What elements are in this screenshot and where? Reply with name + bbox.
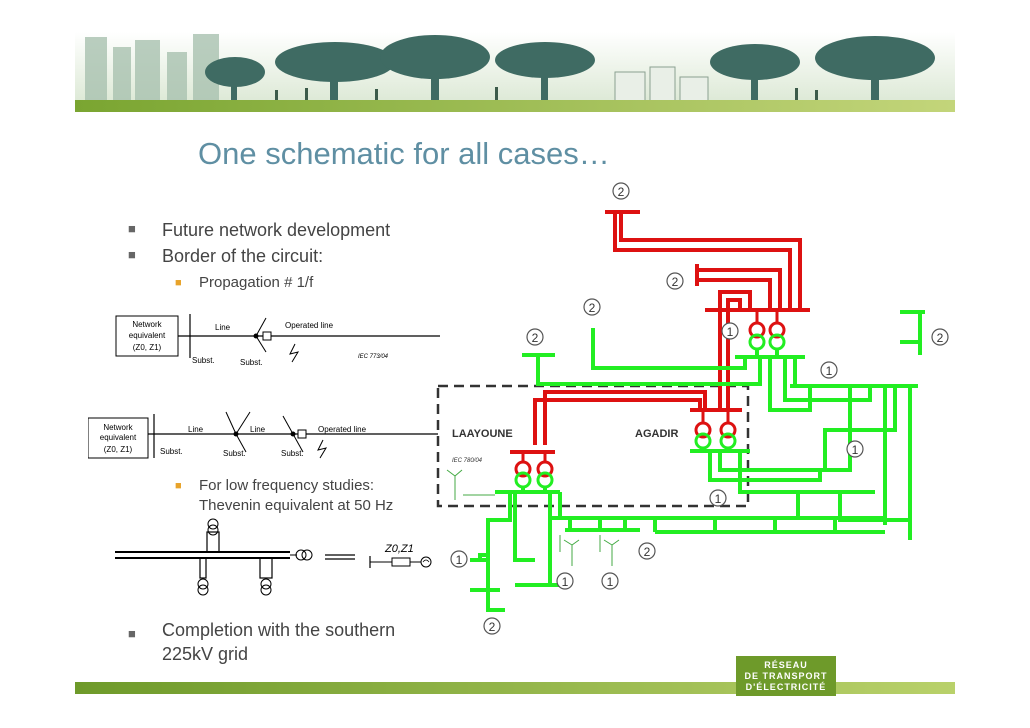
svg-text:2: 2 — [672, 275, 679, 289]
line-label: Line — [188, 425, 204, 434]
subst-label: Subst. — [240, 358, 263, 367]
transformer-leads-red — [521, 310, 779, 462]
network-equivalent-label: equivalent — [100, 433, 137, 442]
bullet-border-circuit: ■ Border of the circuit: — [128, 246, 324, 266]
node-marker: 2 — [583, 298, 601, 316]
impedance-label: Z0,Z1 — [384, 543, 414, 555]
rte-logo: RÉSEAU DE TRANSPORT D'ÉLECTRICITÉ — [744, 660, 828, 692]
slide-title: One schematic for all cases… — [198, 136, 610, 171]
study-area-boundary — [436, 384, 750, 508]
svg-text:2: 2 — [618, 185, 625, 199]
node-marker: 2 — [526, 328, 544, 346]
sub-bullet-marker: ■ — [175, 480, 182, 492]
svg-text:2: 2 — [644, 545, 651, 559]
network-equivalent-label: Network — [132, 320, 162, 329]
svg-text:2: 2 — [532, 331, 539, 345]
sub-bullet-marker: ■ — [175, 277, 182, 289]
sub-bullet-propagation: ■ Propagation # 1/f — [175, 274, 314, 291]
node-marker: 1 — [721, 322, 739, 340]
svg-text:1: 1 — [607, 575, 614, 589]
iec-reference: IEC 773/04 — [358, 354, 389, 360]
svg-text:2: 2 — [489, 620, 496, 634]
svg-text:2: 2 — [589, 301, 596, 315]
logo-background — [736, 656, 836, 696]
figure-thevenin-equivalent: Z0,Z1 — [115, 518, 432, 596]
footer-bar — [75, 682, 955, 694]
red-lines — [510, 210, 810, 454]
svg-text:1: 1 — [852, 443, 859, 457]
network-equivalent-box — [88, 417, 149, 459]
operated-line-label: Operated line — [318, 425, 367, 434]
line-label: Line — [250, 425, 266, 434]
node-marker: 1 — [709, 489, 727, 507]
node-marker: 1 — [846, 440, 864, 458]
subst-label: Subst. — [192, 356, 215, 365]
svg-text:1: 1 — [727, 325, 734, 339]
svg-text:1: 1 — [456, 553, 463, 567]
bullet-marker: ■ — [128, 626, 136, 641]
figure-network-equivalent-2: Network equivalent (Z0, Z1) Line Line Op… — [88, 411, 438, 459]
banner-illustration — [75, 32, 955, 112]
node-marker: 2 — [666, 272, 684, 290]
bullet-marker: ■ — [128, 247, 136, 262]
laayoune-label: LAAYOUNE — [452, 428, 513, 440]
bullet-marker: ■ — [128, 221, 136, 236]
svg-text:1: 1 — [562, 575, 569, 589]
network-equivalent-label: (Z0, Z1) — [104, 445, 133, 454]
operated-line-label: Operated line — [285, 321, 334, 330]
svg-text:1: 1 — [715, 492, 722, 506]
transformers-red — [514, 321, 786, 478]
node-marker: 1 — [556, 572, 574, 590]
sub-bullet-low-frequency: ■ For low frequency studies: Thevenin eq… — [175, 477, 394, 514]
wind-turbines — [446, 469, 620, 566]
subst-label: Subst. — [160, 447, 183, 456]
node-marker: 1 — [601, 572, 619, 590]
network-equivalent-label: Network — [103, 423, 133, 432]
node-marker: 1 — [820, 361, 838, 379]
bullet-completion-southern-grid: ■ Completion with the southern 225kV gri… — [128, 620, 396, 664]
node-markers: 2 2 2 2 2 1 2 1 1 1 2 1 1 1 — [450, 182, 949, 635]
line-label: Line — [215, 323, 231, 332]
node-marker: 1 — [450, 550, 468, 568]
node-marker: 2 — [931, 328, 949, 346]
subst-label: Subst. — [223, 449, 246, 458]
agadir-label: AGADIR — [635, 428, 678, 440]
node-marker: 2 — [638, 542, 656, 560]
figure-network-equivalent-1: Network equivalent (Z0, Z1) Line Operate… — [115, 314, 440, 367]
iec-reference: IEC 780/04 — [452, 458, 483, 464]
network-equivalent-label: (Z0, Z1) — [133, 343, 162, 352]
bullet-future-network: ■ Future network development — [128, 220, 391, 240]
node-marker: 2 — [483, 617, 501, 635]
svg-text:2: 2 — [937, 331, 944, 345]
node-marker: 2 — [612, 182, 630, 200]
svg-text:1: 1 — [826, 364, 833, 378]
network-equivalent-label: equivalent — [129, 331, 166, 340]
subst-label: Subst. — [281, 449, 304, 458]
green-lines — [470, 310, 925, 612]
network-equivalent-box — [115, 315, 179, 357]
